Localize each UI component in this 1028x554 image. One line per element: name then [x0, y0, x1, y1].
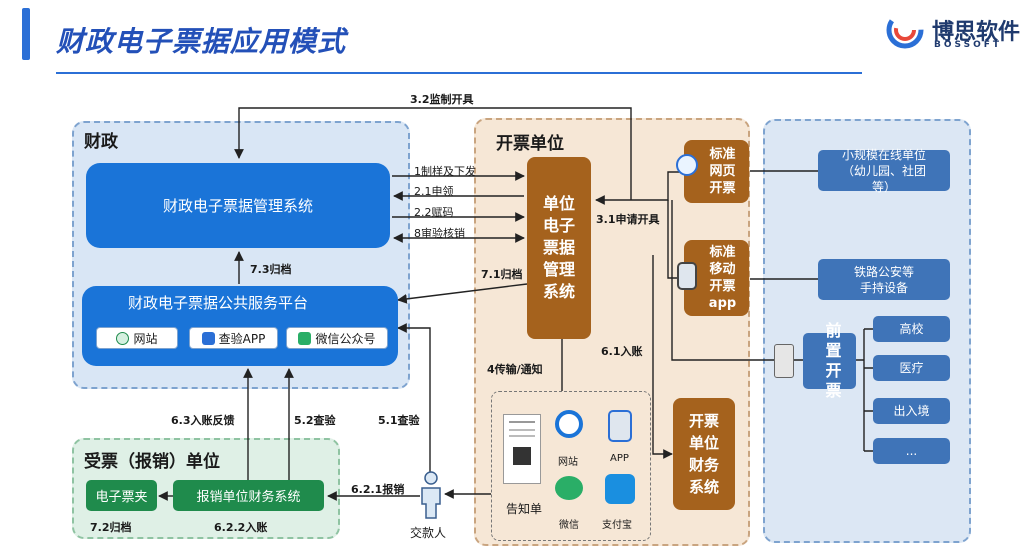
title-accent-bar: [22, 8, 30, 60]
label-reimburse-621: 6.2.1报销: [351, 483, 405, 496]
label-archive-71: 7.1归档: [481, 268, 523, 281]
issuer-zone-label: 开票单位: [496, 134, 564, 154]
notice-slip-icon: [503, 414, 541, 484]
platform-website[interactable]: 网站: [96, 327, 178, 349]
app-icon: [201, 331, 215, 345]
payer-person-icon: [421, 471, 441, 519]
industry-university: 高校: [873, 316, 950, 342]
label-verify-52: 5.2查验: [294, 414, 336, 427]
e-invoice-folder: 电子票夹: [86, 480, 157, 511]
channel-wechat-label: 微信: [559, 520, 579, 531]
finance-public-platform: [82, 286, 398, 366]
ie-icon: [676, 154, 698, 176]
app-phone-icon: [608, 410, 632, 442]
header-divider: [56, 72, 862, 74]
alipay-icon: [605, 474, 635, 504]
platform-wechat-label: 微信公众号: [315, 331, 376, 346]
label-issue-template: 1制样及下发: [414, 165, 476, 178]
label-verify-51: 5.1查验: [378, 414, 420, 427]
small-online-units: 小规模在线单位（幼儿园、社团等）: [818, 148, 950, 194]
channel-website-label: 网站: [558, 457, 578, 468]
standard-web-issuing-label: 标准网页开票: [709, 147, 736, 196]
payer-label: 交款人: [410, 526, 447, 540]
front-issuing: 前置开票: [803, 321, 856, 400]
front-issuing-label: 前置开票: [825, 321, 842, 400]
industry-more: ...: [873, 438, 950, 464]
globe-icon: [116, 331, 130, 345]
notice-label: 告知单: [506, 502, 543, 516]
label-audit: 8审验核销: [414, 227, 465, 240]
website-e-icon: [555, 410, 583, 438]
platform-wechat[interactable]: 微信公众号: [286, 327, 388, 349]
label-feedback-63: 6.3入账反馈: [171, 414, 235, 427]
handheld-device-icon: [677, 262, 697, 290]
label-archive-73: 7.3归档: [250, 263, 292, 276]
wechat-channel-icon: [555, 476, 583, 500]
platform-website-label: 网站: [133, 331, 158, 346]
reimbursement-finance-system: 报销单位财务系统: [173, 480, 324, 511]
label-account-61: 6.1入账: [601, 345, 643, 358]
label-supervise: 3.2监制开具: [410, 93, 474, 106]
issuer-finance-system-label: 开票单位财务系统: [688, 412, 719, 496]
logo-subtext: BOSSOFT: [934, 40, 1003, 50]
logo-text: 博思软件: [932, 20, 1021, 45]
receiver-zone-label: 受票（报销）单位: [84, 452, 220, 472]
label-apply-issue: 3.1申请开具: [596, 213, 660, 226]
channel-app-label: APP: [610, 453, 629, 464]
industry-medical: 医疗: [873, 355, 950, 381]
bossoft-logo-icon: [886, 11, 924, 49]
finance-zone-label: 财政: [84, 132, 118, 152]
issuer-finance-system: 开票单位财务系统: [673, 398, 735, 510]
platform-verify-app[interactable]: 查验APP: [189, 327, 278, 349]
server-icon: [774, 344, 794, 378]
platform-verify-app-label: 查验APP: [218, 331, 266, 346]
label-account-622: 6.2.2入账: [214, 521, 268, 534]
standard-mobile-issuing-label: 标准移动开票app: [708, 245, 737, 311]
label-assign-code: 2.2赋码: [414, 206, 454, 219]
channel-alipay-label: 支付宝: [602, 520, 632, 531]
railway-handheld-label: 铁路公安等手持设备: [853, 264, 914, 295]
railway-handheld-devices: 铁路公安等手持设备: [818, 259, 950, 300]
finance-management-system: 财政电子票据管理系统: [86, 163, 390, 248]
small-online-units-label: 小规模在线单位（幼儿园、社团等）: [841, 147, 926, 194]
wechat-icon: [298, 331, 312, 345]
platform-title: 财政电子票据公共服务平台: [128, 294, 309, 312]
industry-immigration: 出入境: [873, 398, 950, 424]
notification-channels: [491, 391, 651, 541]
page-title: 财政电子票据应用模式: [56, 25, 347, 58]
label-transmit: 4传输/通知: [487, 363, 543, 376]
unit-invoice-system-label: 单位电子票据管理系统: [542, 194, 575, 301]
label-archive-72: 7.2归档: [90, 521, 132, 534]
unit-invoice-system: 单位电子票据管理系统: [527, 157, 591, 339]
label-apply: 2.1申领: [414, 185, 454, 198]
